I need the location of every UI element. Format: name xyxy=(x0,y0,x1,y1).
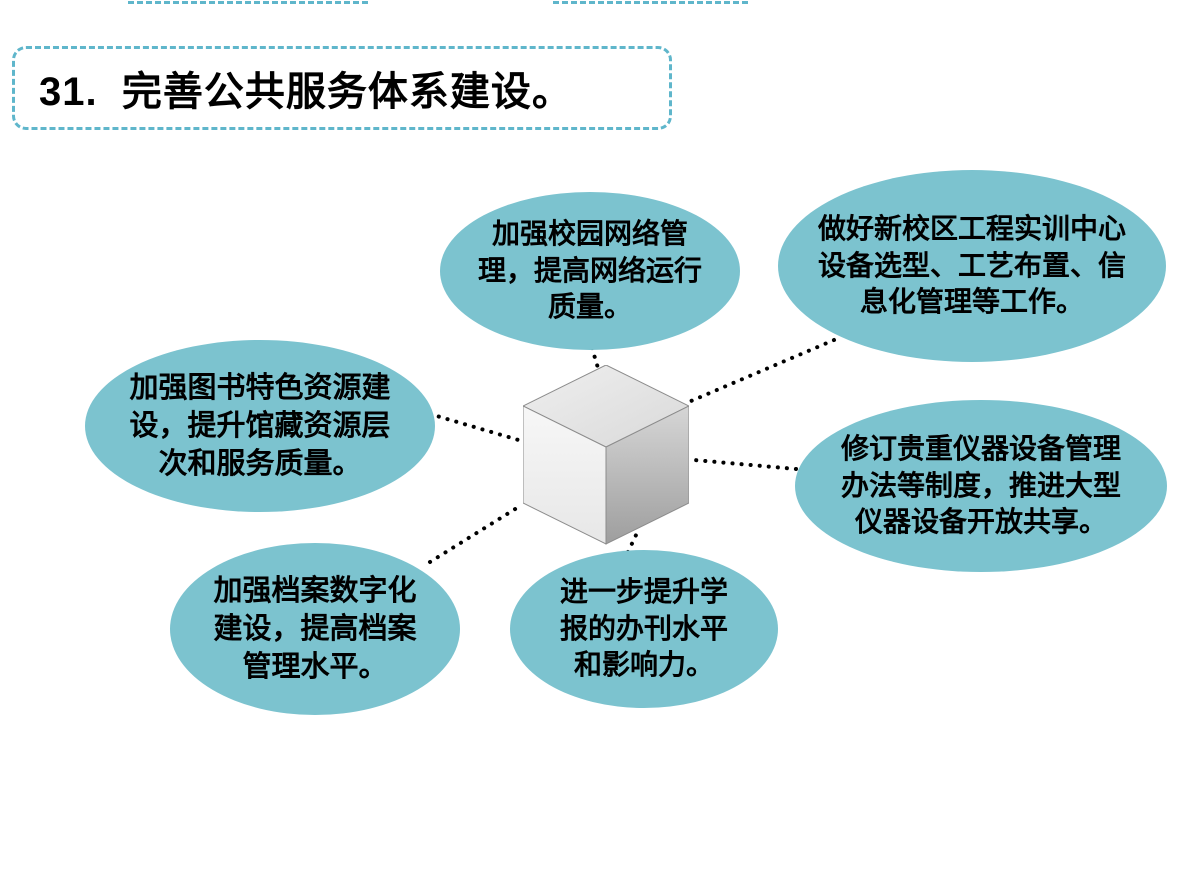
connector-training-center xyxy=(682,338,836,406)
connector-equipment-sharing xyxy=(692,458,798,471)
bubble-campus-network-text: 加强校园网络管 理，提高网络运行 质量。 xyxy=(477,217,702,323)
bubble-library-resources-text: 加强图书特色资源建 设，提升馆藏资源层 次和服务质量。 xyxy=(129,371,391,481)
cube-right-face xyxy=(605,405,689,545)
bubble-training-center-text: 做好新校区工程实训中心 设备选型、工艺布置、信 息化管理等工作。 xyxy=(817,212,1126,318)
bubble-archives-text: 加强档案数字化 建设，提高档案 管理水平。 xyxy=(213,574,417,684)
top-edge-dashed-fragment-right xyxy=(553,1,748,4)
bubble-equipment-sharing-text: 修订贵重仪器设备管理 办法等制度，推进大型 仪器设备开放共享。 xyxy=(840,432,1121,538)
bubble-campus-network: 加强校园网络管 理，提高网络运行 质量。 xyxy=(440,192,740,350)
bubble-archives: 加强档案数字化 建设，提高档案 管理水平。 xyxy=(170,543,460,715)
connector-library-resources xyxy=(428,412,524,443)
bubble-journal: 进一步提升学 报的办刊水平 和影响力。 xyxy=(510,550,778,708)
cube-shape xyxy=(523,365,689,545)
connector-archives xyxy=(428,504,522,564)
bubble-library-resources: 加强图书特色资源建 设，提升馆藏资源层 次和服务质量。 xyxy=(85,340,435,512)
bubble-training-center: 做好新校区工程实训中心 设备选型、工艺布置、信 息化管理等工作。 xyxy=(778,170,1166,362)
slide-title: 31. 完善公共服务体系建设。 xyxy=(39,70,573,114)
top-edge-dashed-fragment-left xyxy=(128,1,368,4)
slide-title-box: 31. 完善公共服务体系建设。 xyxy=(12,46,672,130)
bubble-equipment-sharing: 修订贵重仪器设备管理 办法等制度，推进大型 仪器设备开放共享。 xyxy=(795,400,1167,572)
bubble-journal-text: 进一步提升学 报的办刊水平 和影响力。 xyxy=(559,575,728,681)
